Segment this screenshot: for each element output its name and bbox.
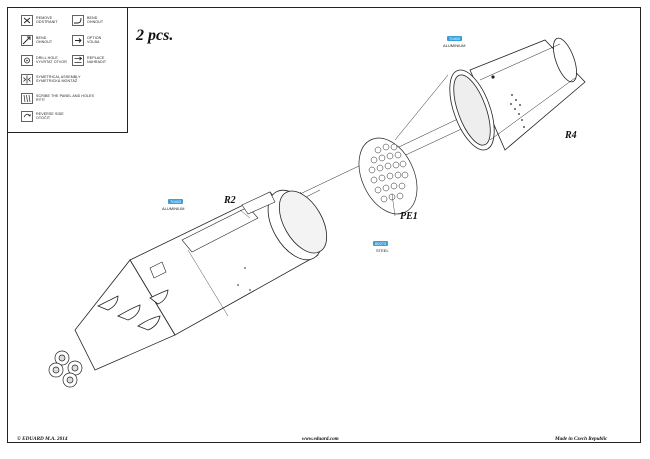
drill-icon	[21, 55, 33, 66]
tag-r2: 70403	[168, 199, 184, 204]
label-r2: R2	[224, 195, 236, 206]
symmetrical-icon	[21, 74, 33, 85]
replace-icon	[72, 55, 84, 66]
option-icon	[72, 35, 84, 46]
label-r4: R4	[565, 130, 577, 141]
remove-icon	[21, 15, 33, 26]
footer-made-in: Made in Czech Republic	[555, 436, 608, 442]
sand-icon	[21, 93, 33, 104]
footer-url: www.eduard.com	[302, 436, 339, 442]
label-pe1: PE1	[400, 211, 418, 222]
quantity-label: 2 pcs.	[136, 27, 174, 44]
part-r4-cone	[449, 37, 586, 151]
legend-box	[7, 7, 128, 133]
leader-lines	[239, 193, 396, 219]
reverse-icon	[21, 111, 33, 122]
material-pe1: STEEL	[376, 248, 389, 253]
part-pe1-plate	[358, 137, 418, 215]
tag-pe1: 60273	[373, 241, 389, 246]
bend-hinge-icon	[21, 35, 33, 46]
material-r4: ALUMINIUM	[443, 43, 466, 48]
part-r2-pod	[48, 189, 328, 388]
footer-copyright: © EDUARD M.A. 2014	[17, 436, 68, 442]
tag-r4: 70402	[447, 36, 463, 41]
page-frame	[7, 7, 641, 443]
material-r2: ALUMINIUM	[162, 206, 185, 211]
bend-icon	[72, 15, 84, 26]
